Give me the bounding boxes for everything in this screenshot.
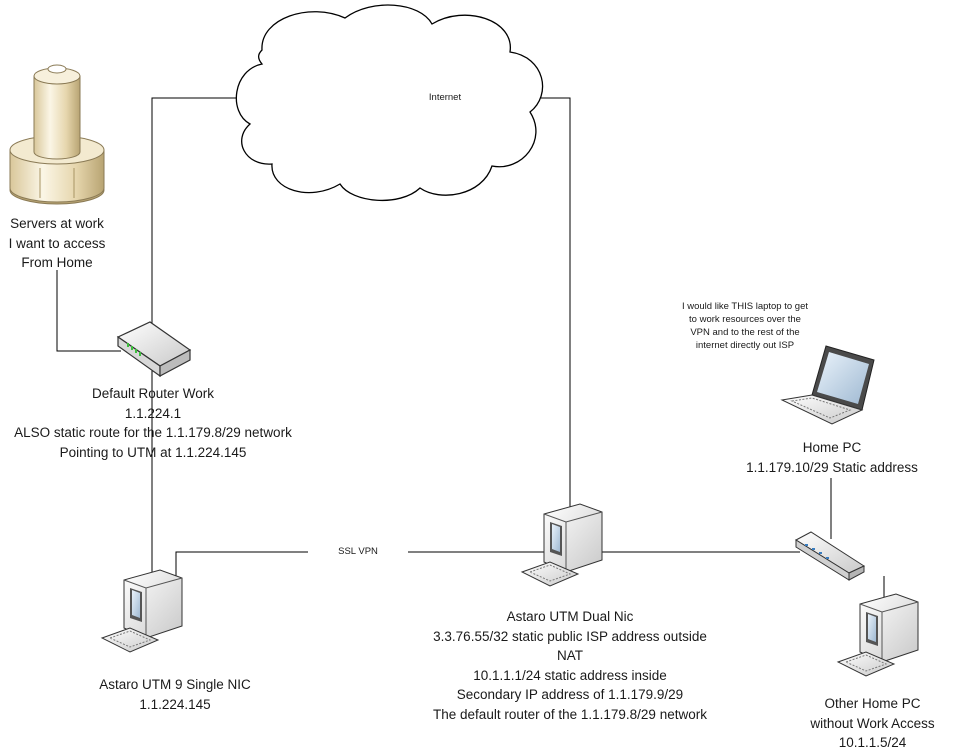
servers-label-line: I want to access [8, 235, 106, 251]
connection-lines [56, 97, 885, 600]
other-home-pc-label-line: without Work Access [810, 715, 935, 731]
link-cloud-utm-dual [540, 97, 571, 508]
servers-label-line: From Home [21, 255, 93, 270]
other-home-pc-label-line: 10.1.1.5/24 [838, 735, 907, 750]
link-ssl-vpn [175, 551, 545, 577]
network-switch-icon [795, 531, 866, 581]
home-pc-label-line: 1.1.179.10/29 Static address [746, 459, 918, 475]
other-home-pc-label: Other Home PC without Work Access 10.1.1… [800, 694, 945, 753]
utm-dual-label-line: Astaro UTM Dual Nic [506, 609, 634, 624]
ssl-vpn-label: SSL VPN [308, 546, 408, 558]
home-pc-label: Home PC 1.1.179.10/29 Static address [720, 438, 944, 477]
servers-label-line: Servers at work [10, 216, 104, 231]
router-label-line: Pointing to UTM at 1.1.224.145 [59, 444, 247, 460]
utm-single-label-line: 1.1.224.145 [139, 696, 211, 712]
utm-dual-label-line: Secondary IP address of 1.1.179.9/29 [456, 687, 684, 702]
utm-dual-label: Astaro UTM Dual Nic 3.3.76.55/32 static … [395, 607, 745, 724]
home-pc-label-line: Home PC [802, 440, 862, 455]
laptop-note: I would like THIS laptop to get to work … [681, 301, 809, 351]
utm-dual-workstation-icon [520, 503, 603, 587]
utm-single-label: Astaro UTM 9 Single NIC 1.1.224.145 [50, 675, 300, 714]
internet-label: Internet [428, 92, 462, 103]
utm-dual-label-line: NAT [557, 648, 583, 663]
home-pc-laptop-icon [780, 345, 875, 425]
utm-dual-label-line: 10.1.1.1/24 static address inside [473, 667, 667, 683]
utm-dual-label-line: 3.3.76.55/32 static public ISP address o… [433, 628, 707, 644]
other-home-pc-label-line: Other Home PC [824, 696, 921, 711]
router-label-line: Default Router Work [91, 386, 215, 401]
internet-cloud [235, 4, 544, 201]
link-servers-router [56, 270, 121, 352]
other-home-pc-workstation-icon [836, 593, 919, 677]
router-icon [116, 321, 192, 378]
utm-dual-label-line: The default router of the 1.1.179.8/29 n… [433, 706, 707, 722]
utm-single-workstation-icon [100, 569, 183, 653]
link-router-cloud [151, 97, 247, 340]
router-label: Default Router Work 1.1.224.1 ALSO stati… [0, 384, 306, 462]
utm-single-label-line: Astaro UTM 9 Single NIC [99, 677, 251, 692]
server-tower-icon [9, 64, 105, 205]
router-label-line: 1.1.224.1 [124, 405, 182, 421]
router-label-line: ALSO static route for the 1.1.179.8/29 n… [14, 425, 292, 440]
servers-label: Servers at work I want to access From Ho… [0, 214, 114, 273]
